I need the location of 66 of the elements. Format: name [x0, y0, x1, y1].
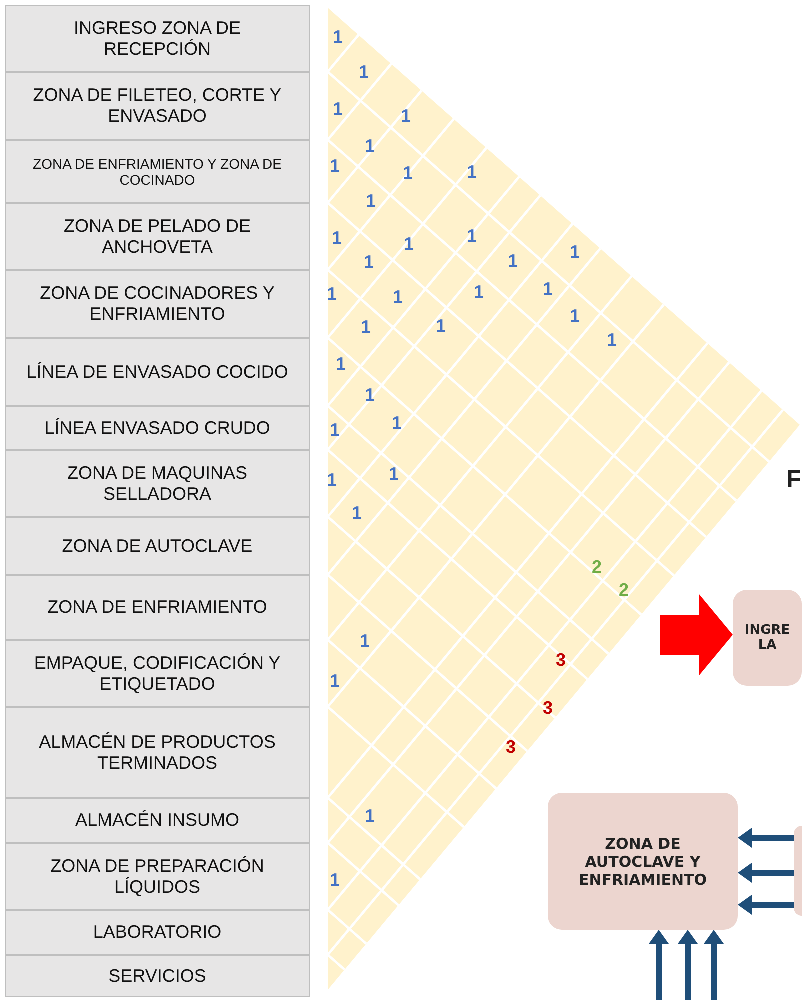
- arrow: [649, 930, 669, 1000]
- relationship-value: 1: [474, 283, 484, 301]
- zone-row-cell: ALMACÉN INSUMO: [5, 798, 310, 843]
- zone-row-cell: EMPAQUE, CODIFICACIÓN Y ETIQUETADO: [5, 640, 310, 707]
- relationship-value: 1: [364, 253, 374, 271]
- relationship-value: 1: [330, 421, 340, 439]
- relationship-value: 1: [404, 235, 414, 253]
- zone-row-cell: LÍNEA DE ENVASADO COCIDO: [5, 338, 310, 406]
- zone-row-cell: LABORATORIO: [5, 910, 310, 955]
- relationship-value: 1: [393, 288, 403, 306]
- zone-row-cell: SERVICIOS: [5, 955, 310, 997]
- relationship-value: 1: [330, 871, 340, 889]
- block-arrow: [660, 594, 733, 676]
- relationship-value: 1: [467, 227, 477, 245]
- relationship-value: 1: [508, 252, 518, 270]
- zone-row-cell: ZONA DE ENFRIAMIENTO Y ZONA DE COCINADO: [5, 140, 310, 203]
- heading-letter: F: [786, 468, 802, 492]
- arrow: [704, 930, 724, 1000]
- zone-row-cell: ALMACÉN DE PRODUCTOS TERMINADOS: [5, 707, 310, 798]
- zone-box: [794, 826, 802, 916]
- relationship-value: 1: [401, 107, 411, 125]
- relationship-value: 1: [570, 307, 580, 325]
- zone-row-cell: ZONA DE FILETEO, CORTE Y ENVASADO: [5, 72, 310, 140]
- relationship-value: 1: [330, 157, 340, 175]
- arrow: [678, 930, 698, 1000]
- arrow: [738, 863, 794, 883]
- relationship-value: 1: [366, 192, 376, 210]
- relationship-value: 1: [570, 243, 580, 261]
- relationship-value: 1: [361, 318, 371, 336]
- relationship-value: 3: [556, 651, 566, 669]
- relationship-value: 1: [365, 386, 375, 404]
- zone-row-cell: ZONA DE ENFRIAMIENTO: [5, 575, 310, 640]
- relationship-value: 1: [403, 164, 413, 182]
- relationship-value: 2: [619, 581, 629, 599]
- relationship-value: 1: [332, 229, 342, 247]
- arrow: [738, 828, 794, 848]
- relationship-value: 1: [392, 414, 402, 432]
- relationship-value: 1: [607, 331, 617, 349]
- zone-row-cell: ZONA DE AUTOCLAVE: [5, 517, 310, 575]
- zone-row-cell: LÍNEA ENVASADO CRUDO: [5, 406, 310, 450]
- zone-box: INGRE LA: [733, 590, 802, 686]
- zone-row-cell: ZONA DE COCINADORES Y ENFRIAMIENTO: [5, 270, 310, 338]
- relationship-value: 1: [352, 504, 362, 522]
- relationship-value: 1: [359, 63, 369, 81]
- zone-row-cell: ZONA DE PREPARACIÓN LÍQUIDOS: [5, 843, 310, 910]
- relationship-value: 1: [389, 465, 399, 483]
- relationship-value: 1: [327, 285, 337, 303]
- relationship-value: 1: [330, 672, 340, 690]
- relationship-value: 3: [543, 699, 553, 717]
- zone-box: ZONA DE AUTOCLAVE Y ENFRIAMIENTO: [548, 793, 738, 930]
- zone-row-cell: ZONA DE MAQUINAS SELLADORA: [5, 450, 310, 517]
- zone-row-cell: ZONA DE PELADO DE ANCHOVETA: [5, 203, 310, 270]
- arrow: [738, 895, 794, 915]
- relationship-value: 1: [336, 355, 346, 373]
- relationship-value: 2: [592, 558, 602, 576]
- relationship-value: 1: [436, 317, 446, 335]
- relationship-value: 1: [467, 163, 477, 181]
- relationship-value: 3: [506, 738, 516, 756]
- relationship-value: 1: [333, 28, 343, 46]
- zone-row-cell: INGRESO ZONA DE RECEPCIÓN: [5, 5, 310, 72]
- relationship-value: 1: [543, 280, 553, 298]
- relationship-value: 1: [365, 807, 375, 825]
- relationship-value: 1: [333, 100, 343, 118]
- relationship-value: 1: [327, 471, 337, 489]
- relationship-value: 1: [360, 632, 370, 650]
- relationship-value: 1: [365, 137, 375, 155]
